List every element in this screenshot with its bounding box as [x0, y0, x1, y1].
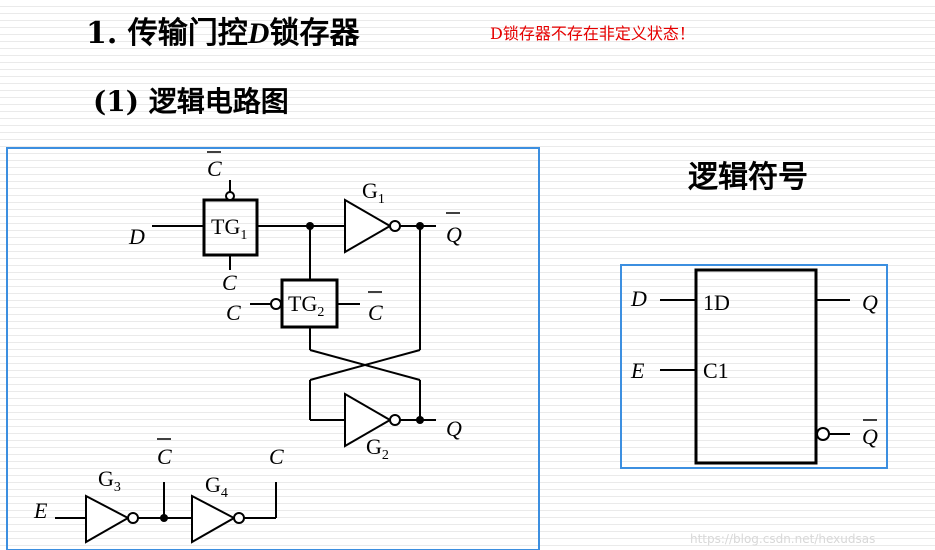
g3-bubble: [127, 512, 139, 524]
label-d-input: D: [128, 224, 145, 249]
tg2-base: TG: [288, 291, 317, 316]
title-italic: D: [247, 17, 270, 50]
junction-dot: [416, 416, 424, 424]
tg2-label: TG2: [288, 291, 324, 320]
title-prefix: 传输门控: [127, 16, 248, 51]
tg1-sub: 1: [240, 228, 247, 243]
g4-base: G: [205, 472, 221, 497]
symbol-pin-c1: C1: [703, 358, 729, 383]
g1-sub: 1: [378, 192, 385, 207]
g2-triangle: [344, 392, 392, 448]
junction-dot: [416, 222, 424, 230]
g4-triangle: [191, 494, 237, 544]
label-tg1-c: C: [222, 270, 237, 295]
symbol-box: [694, 268, 818, 465]
symbol-label-d: D: [630, 286, 647, 311]
circuit-frame: [6, 147, 540, 550]
symbol-frame: [620, 264, 888, 469]
g2-base: G: [366, 434, 382, 459]
label-tg1-c-bar: C: [207, 156, 222, 181]
label-tg2-c: C: [226, 300, 241, 325]
g3-triangle: [85, 494, 131, 544]
g1-label: G1: [362, 178, 385, 207]
symbol-label-q: Q: [862, 290, 878, 315]
watermark: https://blog.csdn.net/hexudsas: [690, 532, 876, 546]
g2-sub: 2: [382, 448, 389, 463]
g3-sub: 3: [114, 480, 121, 495]
label-tg2-c-bar: C: [368, 300, 383, 325]
wire-cross-2: [309, 349, 421, 381]
tg1-base: TG: [211, 214, 240, 239]
page-title: 1. 传输门控D锁存器: [86, 8, 359, 52]
title-number: 1.: [86, 16, 118, 51]
symbol-label-e: E: [630, 358, 645, 383]
g3-base: G: [98, 466, 114, 491]
g4-sub: 4: [221, 486, 228, 501]
g2-bubble: [389, 414, 401, 426]
symbol-label-q-bar: Q: [862, 424, 878, 449]
label-g3-c-bar: C: [157, 444, 172, 469]
symbol-pin-1d: 1D: [703, 290, 730, 315]
tg2-sub: 2: [317, 305, 324, 320]
title-suffix: 锁存器: [269, 16, 360, 51]
g1-triangle: [344, 198, 392, 254]
g1-bubble: [389, 220, 401, 232]
g4-label: G4: [205, 472, 228, 501]
tg1-bubble: [225, 191, 235, 201]
symbol-title: 逻辑符号: [688, 160, 808, 195]
junction-dot: [160, 514, 168, 522]
label-e-input: E: [33, 498, 48, 523]
label-q-output: Q: [446, 416, 462, 441]
g1-base: G: [362, 178, 378, 203]
junction-dot: [306, 222, 314, 230]
tg1-label: TG1: [211, 214, 247, 243]
g2-label: G2: [366, 434, 389, 463]
g3-label: G3: [98, 466, 121, 495]
red-note: D锁存器不存在非定义状态！: [490, 24, 695, 43]
tg2-bubble: [270, 298, 282, 310]
section-subtitle: (1) 逻辑电路图: [93, 85, 289, 118]
symbol-qbar-bubble: [816, 427, 830, 441]
g4-bubble: [233, 512, 245, 524]
label-q-bar-output: Q: [446, 222, 462, 247]
label-g4-c: C: [269, 444, 284, 469]
